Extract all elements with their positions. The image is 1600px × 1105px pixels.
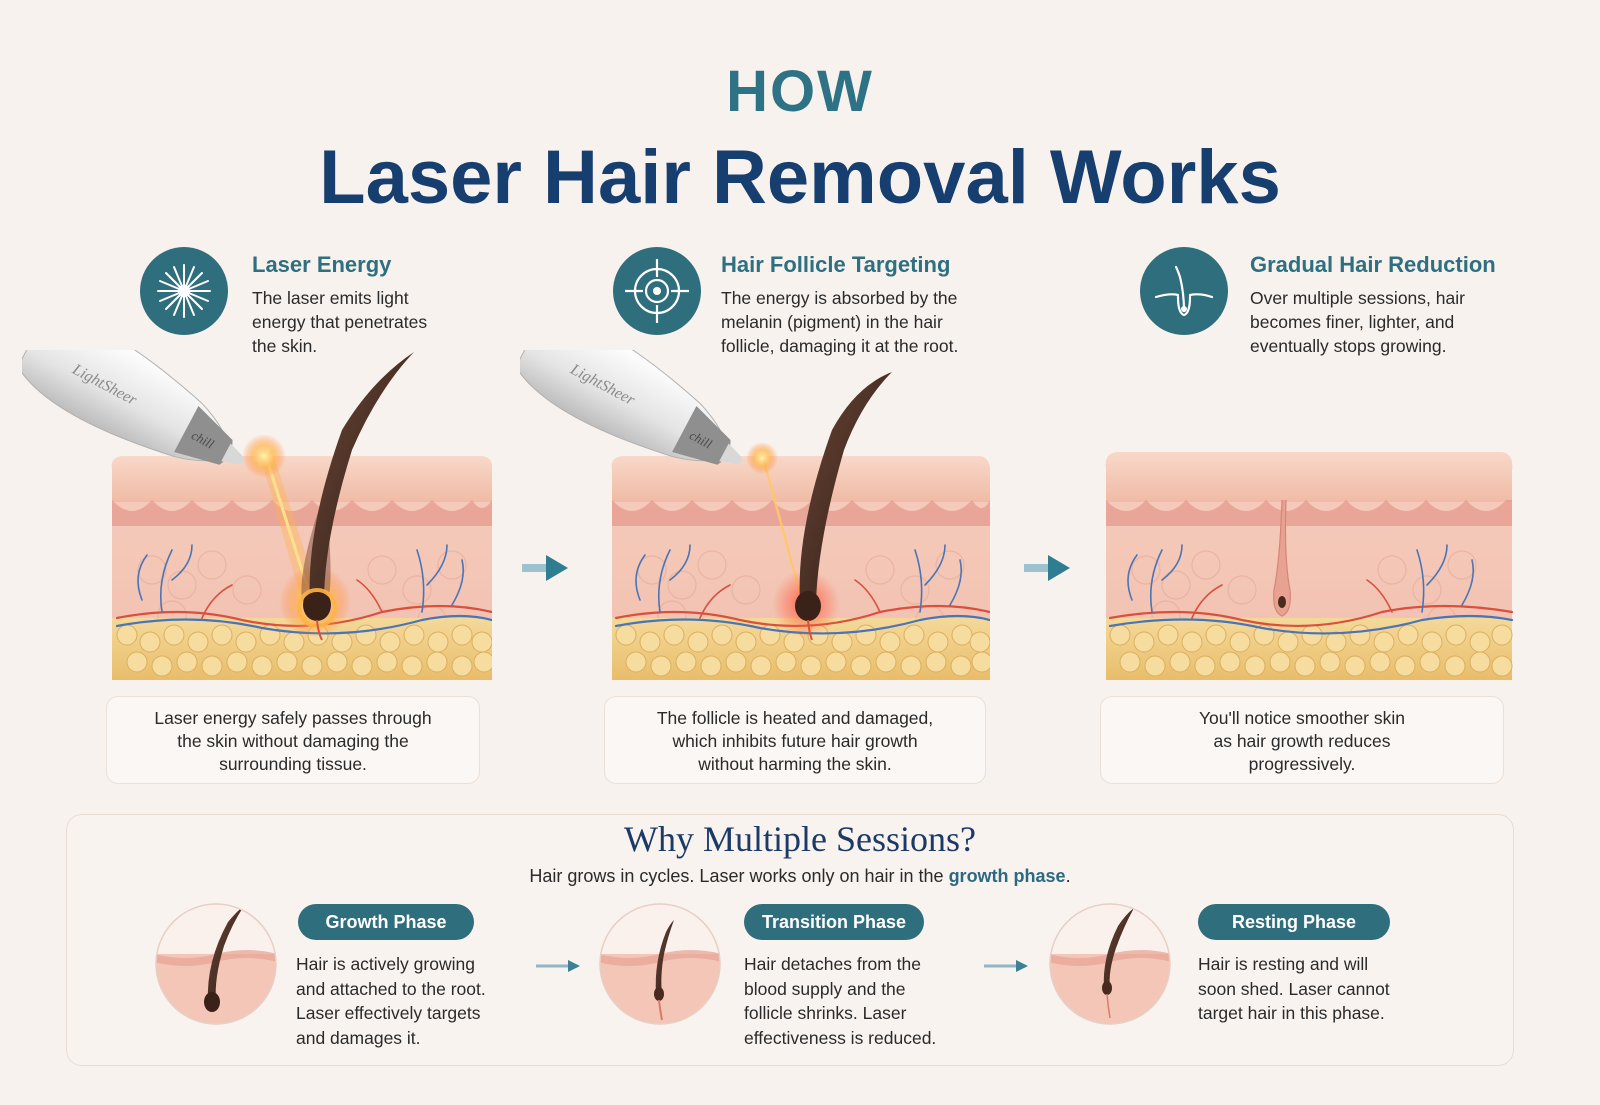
why-subtitle-text: Hair grows in cycles. Laser works only o…	[529, 866, 949, 886]
step-2-description: The energy is absorbed by the melanin (p…	[721, 286, 958, 358]
arrow-right-icon	[984, 960, 1028, 972]
step-2-desc-line: follicle, damaging it at the root.	[721, 336, 959, 356]
step-1-desc-line: The laser emits light	[252, 288, 409, 308]
step-3-description: Over multiple sessions, hair becomes fin…	[1250, 286, 1465, 358]
transition-phase-illustration	[599, 903, 721, 1025]
caption-line: The follicle is heated and damaged,	[656, 708, 934, 728]
resting-phase-label: Resting Phase	[1198, 904, 1390, 940]
title-how: HOW	[726, 59, 874, 124]
page-title: Laser Hair Removal Works	[319, 135, 1281, 220]
phase-text-line: effectiveness is reduced.	[744, 1027, 937, 1048]
why-subtitle-end: .	[1065, 866, 1071, 886]
step-2-heading: Hair Follicle Targeting	[721, 252, 951, 277]
step-3-caption: You'll notice smoother skin as hair grow…	[1100, 696, 1504, 784]
caption-line: You'll notice smoother skin	[1198, 708, 1405, 728]
phase-text-line: Laser effectively targets	[296, 1003, 481, 1023]
step-1-desc-line: the skin.	[252, 336, 318, 356]
caption-line: Laser energy safely passes through	[154, 708, 432, 728]
skin-cross-section-1: LightSheer chill	[22, 350, 492, 680]
growth-phase-text: Hair is actively growing and attached to…	[296, 952, 486, 1050]
skin-cross-section-2: LightSheer chill	[520, 350, 990, 680]
growth-phase-label: Growth Phase	[298, 904, 474, 940]
step-2-desc-line: The energy is absorbed by the	[721, 288, 958, 308]
phase-text-line: and damages it.	[296, 1027, 421, 1048]
caption-line: as hair growth reduces	[1213, 731, 1391, 751]
why-subtitle-highlight: growth phase	[948, 866, 1066, 886]
step-1-heading: Laser Energy	[252, 252, 392, 277]
step-3-desc-line: eventually stops growing.	[1250, 336, 1447, 356]
hair-follicle-icon	[1140, 247, 1228, 335]
caption-line: the skin without damaging the	[177, 731, 409, 751]
transition-phase-text: Hair detaches from the blood supply and …	[744, 952, 936, 1050]
caption-line: without harming the skin.	[698, 754, 892, 774]
growth-phase-illustration	[155, 903, 277, 1025]
step-3-desc-line: becomes finer, lighter, and	[1250, 312, 1455, 332]
why-title: Why Multiple Sessions?	[624, 819, 976, 859]
phase-text-line: Hair detaches from the	[744, 954, 922, 974]
arrow-right-icon	[522, 555, 568, 581]
arrow-right-icon	[1024, 555, 1070, 581]
step-2-desc-line: melanin (pigment) in the hair	[721, 312, 943, 332]
phase-text-line: follicle shrinks. Laser	[744, 1003, 907, 1023]
phase-text-line: target hair in this phase.	[1198, 1003, 1385, 1023]
phase-text-line: soon shed. Laser cannot	[1198, 978, 1390, 999]
phase-text-line: and attached to the root.	[296, 978, 486, 999]
phase-text-line: Hair is resting and will	[1198, 954, 1369, 974]
step-3-desc-line: Over multiple sessions, hair	[1250, 288, 1465, 308]
step-1-desc-line: energy that penetrates	[252, 312, 428, 332]
step-1-caption: Laser energy safely passes through the s…	[106, 696, 480, 784]
skin-cross-section-3	[1105, 452, 1514, 680]
resting-phase-text: Hair is resting and will soon shed. Lase…	[1198, 952, 1390, 1026]
caption-line: surrounding tissue.	[219, 754, 367, 774]
phase-text-line: Hair is actively growing	[296, 954, 475, 974]
phase-text-line: blood supply and the	[744, 978, 906, 999]
why-subtitle: Hair grows in cycles. Laser works only o…	[0, 866, 1600, 887]
transition-phase-label: Transition Phase	[744, 904, 924, 940]
step-3-heading: Gradual Hair Reduction	[1250, 252, 1496, 277]
arrow-right-icon	[536, 960, 580, 972]
caption-line: which inhibits future hair growth	[672, 731, 918, 751]
step-1-description: The laser emits light energy that penetr…	[252, 286, 427, 358]
caption-line: progressively.	[1248, 754, 1356, 774]
resting-phase-illustration	[1049, 903, 1171, 1025]
starburst-icon	[140, 247, 228, 335]
step-2-caption: The follicle is heated and damaged, whic…	[604, 696, 986, 784]
why-section-box	[66, 814, 1514, 1066]
target-icon	[613, 247, 701, 335]
